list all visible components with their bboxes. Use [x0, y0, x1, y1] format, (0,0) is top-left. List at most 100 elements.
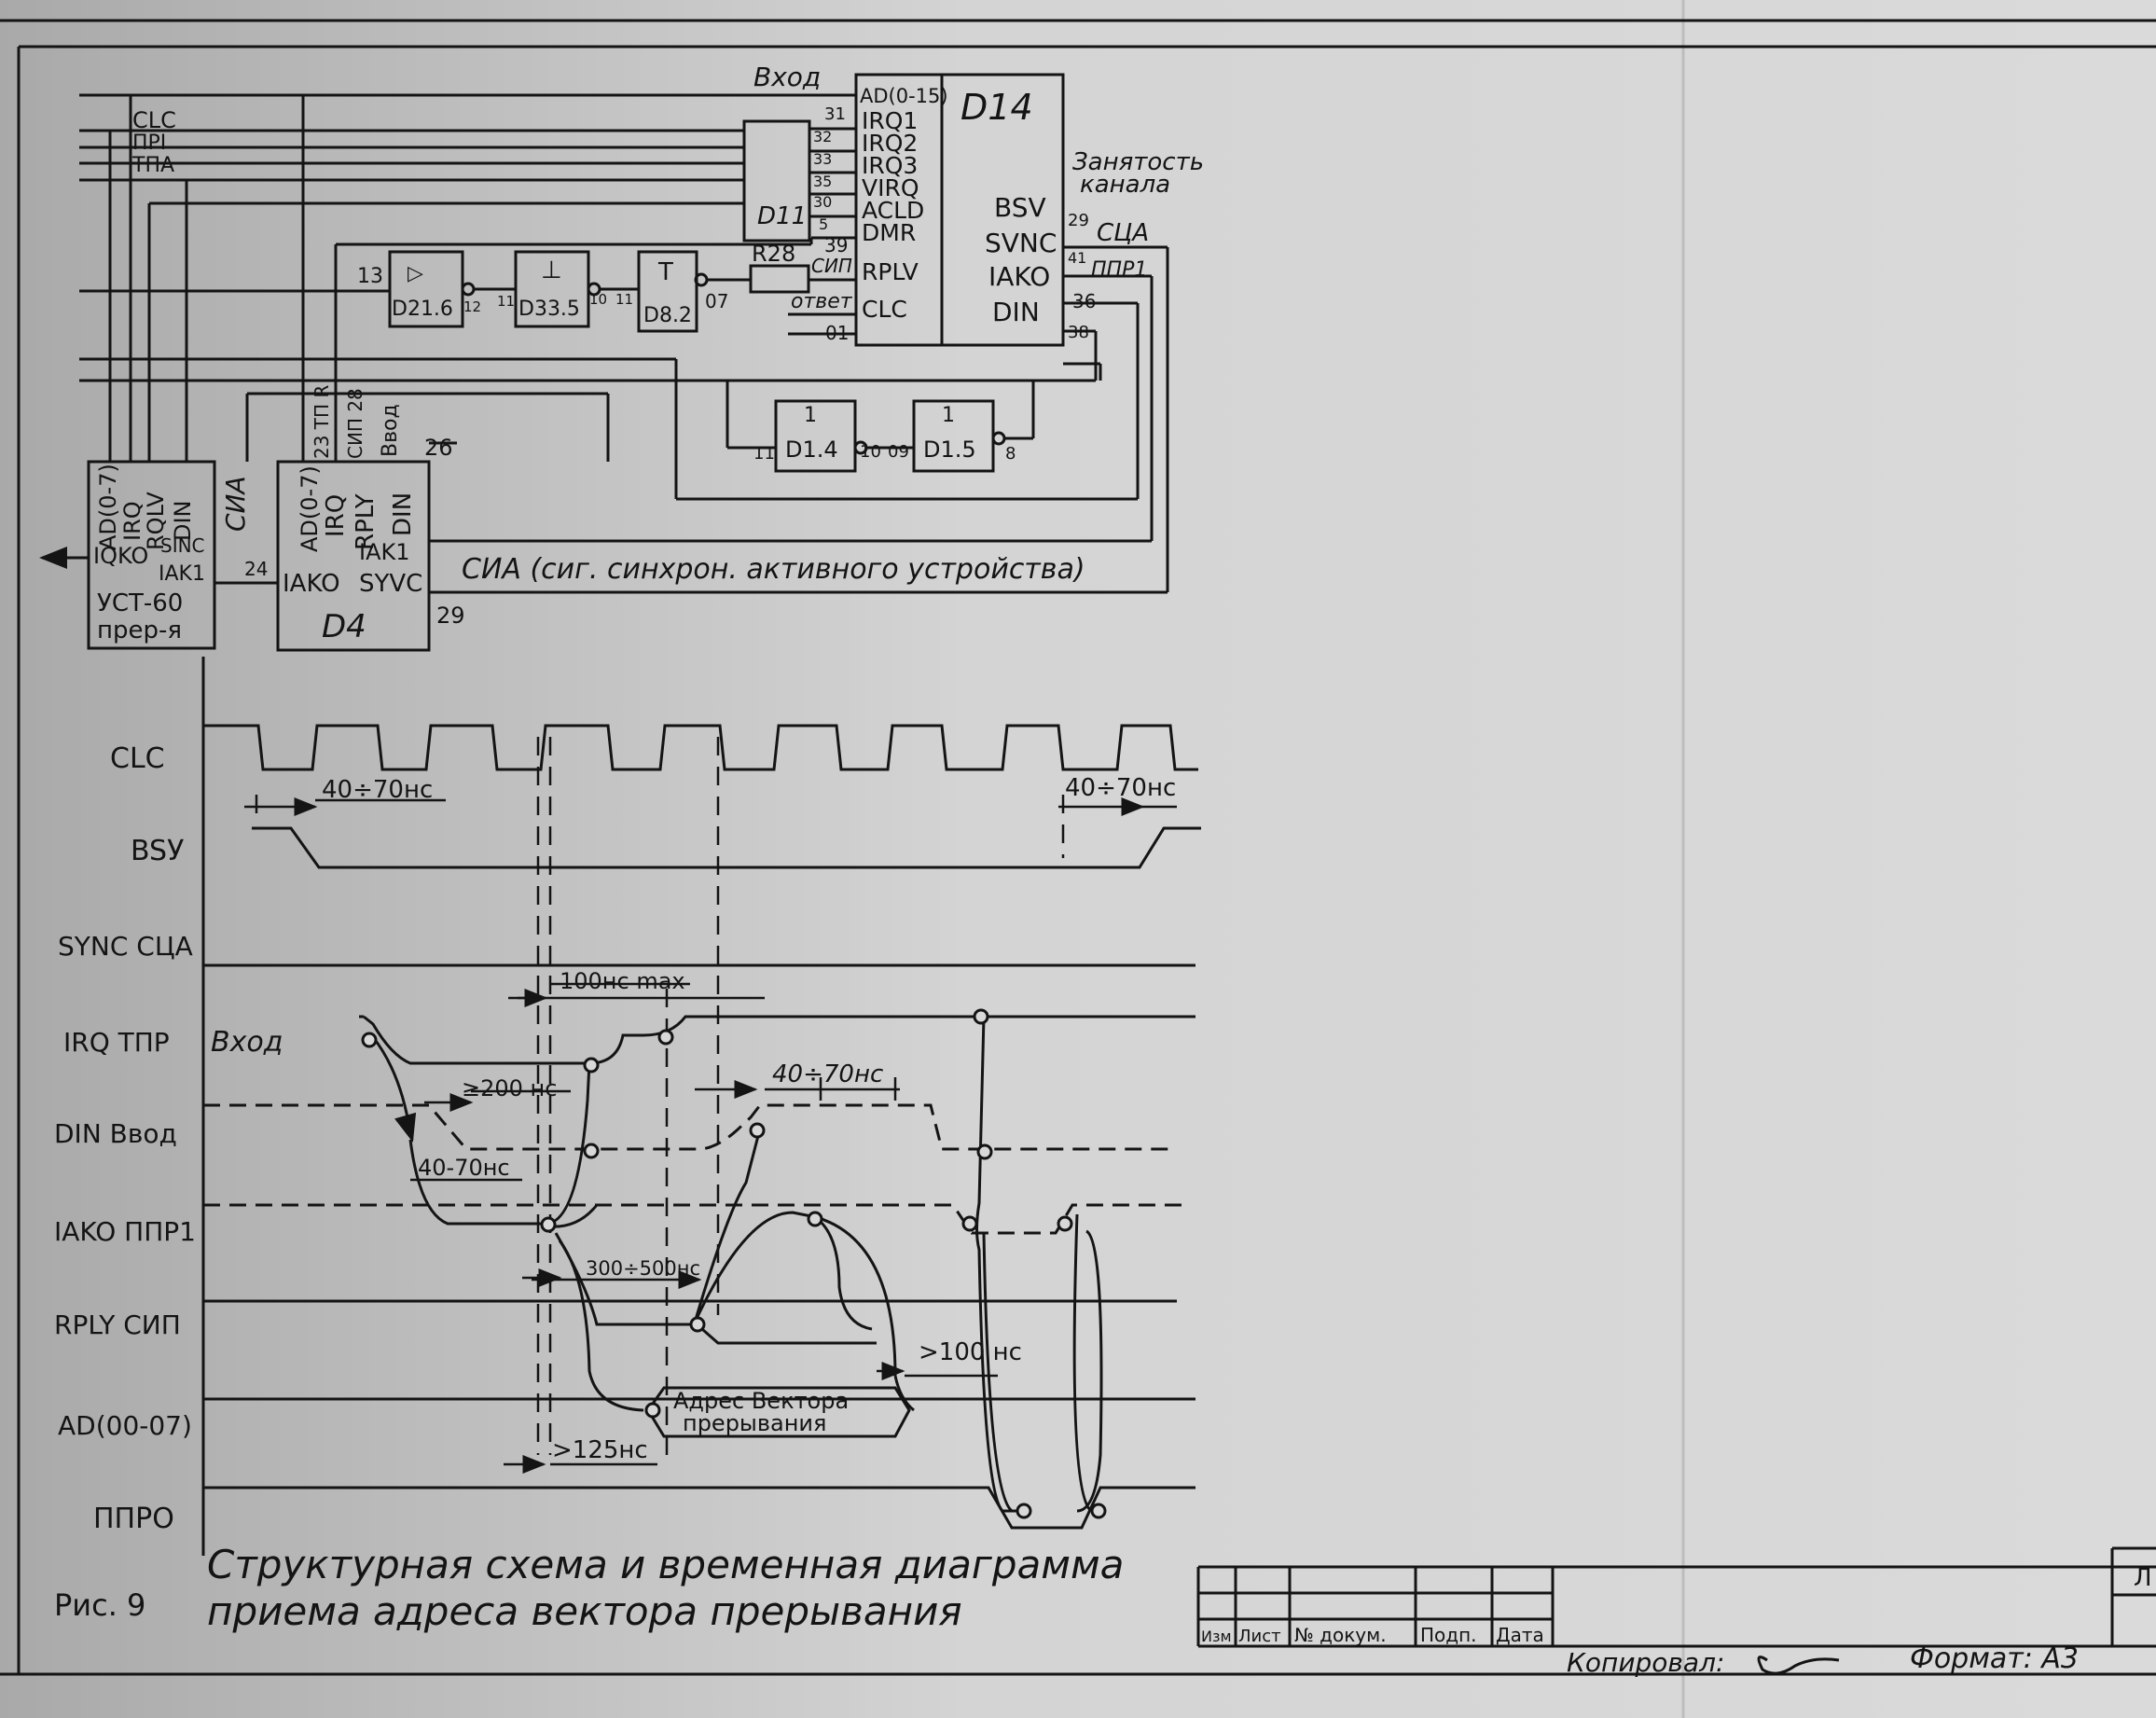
- bus-label-pri: ПРI: [132, 132, 166, 155]
- tb-col-podp: Подп.: [1420, 1624, 1477, 1646]
- gate-d21-6-pin-in: 13: [357, 265, 383, 288]
- gate-d8-2-symbol: T: [657, 258, 673, 286]
- signal-ppro: ППРО: [93, 1503, 174, 1535]
- d14-pin-num-31: 31: [824, 104, 846, 124]
- d14-pin-irq1: IRQ1: [862, 107, 918, 134]
- d4-name: D4: [322, 608, 366, 645]
- tb-corner: Л: [2134, 1564, 2152, 1592]
- tb-format: Формат: А3: [1910, 1642, 2079, 1675]
- gate-d33-5-symbol: ⊥: [541, 256, 562, 284]
- label-sua: СЦА: [1097, 219, 1149, 247]
- d14-pin-num-33: 33: [813, 150, 832, 168]
- annotation-t7: 300÷500нс: [586, 1257, 700, 1280]
- chip-d14: [854, 73, 1065, 347]
- vector-label-1: Адрес Вектора: [673, 1388, 849, 1414]
- d4-pin-iako: IAKO: [283, 570, 340, 598]
- signal-bsy: BSУ: [131, 835, 184, 867]
- ust-name-2: прер-я: [97, 617, 182, 644]
- d4-pin-rply: RPLY: [352, 493, 380, 550]
- schematic: [39, 73, 1169, 652]
- gate-d1-5-symbol: 1: [942, 404, 955, 427]
- gate-d21-6-pin-out: 12: [463, 298, 481, 315]
- d4-pin-ad: AD(0-7): [297, 465, 323, 552]
- caption-line-1: Структурная схема и временная диаграмма: [207, 1542, 1124, 1587]
- gate-d33-5-pin-in: 11: [497, 293, 515, 310]
- drawing-frame: [0, 19, 2156, 1676]
- gate-d33-5-name: D33.5: [518, 298, 580, 321]
- gate-d1-4-pin-out: 10: [860, 442, 881, 462]
- d4-pin-iak1: IAK1: [359, 539, 410, 565]
- gate-d1-4-pin-in: 11: [753, 444, 775, 464]
- ust-pin-rqlv: RQLV: [143, 492, 169, 550]
- d4-top-label-1: 23 ТП R: [311, 385, 333, 459]
- ust-pin-ad: AD(0-7): [95, 464, 121, 550]
- gate-d1-5-pin-in: 09: [888, 442, 909, 462]
- gate-d21-6-name: D21.6: [392, 298, 453, 321]
- timing-diagram: CLC BSУ SYNC СЦА IRQ ТПР DIN Ввод IAKO П…: [54, 657, 1201, 1556]
- d14-pin-num-5: 5: [819, 215, 828, 233]
- d14-pin-iako: IAKO: [988, 261, 1050, 292]
- d11-name: D11: [757, 202, 807, 230]
- d4-pin-syvc: SYVC: [359, 570, 422, 598]
- d14-pin-acld: ACLD: [862, 197, 924, 224]
- d14-pin-irq2: IRQ2: [862, 130, 918, 157]
- label-otvet: ответ: [791, 290, 853, 313]
- label-ppr1: ППР1: [1091, 258, 1147, 282]
- gate-d8-2-pin-in: 11: [615, 291, 633, 308]
- label-vhod: Вход: [753, 62, 821, 92]
- wave-irq: [363, 1015, 1195, 1065]
- annotation-t3: 100нс max: [560, 968, 685, 994]
- d14-pin-din: DIN: [992, 297, 1040, 327]
- d14-pin-ad: AD(0-15): [860, 85, 948, 107]
- label-zanyatost-1: Занятость: [1072, 148, 1204, 176]
- copier-signature: [1757, 1656, 1840, 1675]
- signal-iako: IAKO ППР1: [54, 1216, 196, 1247]
- annotation-t5: 40÷70нс: [772, 1060, 883, 1088]
- gate-d8-2: [637, 250, 698, 333]
- gate-d1-5-pin-out: 8: [1005, 444, 1016, 464]
- ad-vector-window: [646, 1386, 911, 1438]
- d14-pin-irq3: IRQ3: [862, 152, 918, 179]
- annotation-t9: >125нс: [552, 1436, 648, 1464]
- ust-pin-24: 24: [244, 558, 268, 580]
- wave-bsy: [252, 826, 1201, 869]
- ust-pin-sinc: SINC: [160, 534, 205, 557]
- signal-rply: RPLY СИП: [54, 1309, 181, 1340]
- signal-sync: SYNC СЦА: [58, 931, 193, 962]
- d14-pin-virq: VIRQ: [862, 174, 919, 201]
- d14-pin-num-32: 32: [813, 128, 832, 145]
- d4-pin-29: 29: [436, 603, 465, 629]
- vector-label-2: прерывания: [683, 1410, 826, 1436]
- d4-pin-26: 26: [424, 435, 453, 461]
- gate-d8-2-name: D8.2: [643, 304, 692, 327]
- wave-clc: [203, 724, 1198, 771]
- ust-pin-din: DIN: [170, 500, 196, 541]
- d14-pin-num-39: 39: [824, 234, 848, 256]
- d14-pin-dmr: DMR: [862, 219, 916, 246]
- annotation-t1: 40÷70нс: [322, 776, 433, 804]
- r28-name: R28: [752, 241, 795, 267]
- input-label: Вход: [211, 1026, 283, 1059]
- gate-d1-5-name: D1.5: [923, 436, 976, 463]
- label-01: 01: [825, 322, 849, 344]
- tb-col-list: Лист: [1238, 1627, 1281, 1646]
- label-sip: СИП: [811, 255, 852, 277]
- d4-pin-irq: IRQ: [322, 494, 350, 537]
- label-zanyatost-2: канала: [1080, 171, 1170, 199]
- annotation-t6: 40-70нс: [418, 1155, 510, 1181]
- bus-label-clc: CLC: [132, 107, 176, 133]
- d14-pin-num-38: 38: [1068, 323, 1089, 342]
- signal-din: DIN Ввод: [54, 1118, 177, 1149]
- annotation-t2: 40÷70нс: [1065, 774, 1176, 802]
- annotation-t8: >100 нс: [919, 1338, 1022, 1366]
- ust-pin-iak1: IAK1: [159, 562, 205, 586]
- d4-pin-din: DIN: [389, 492, 417, 536]
- d4-top-label-3: Ввод: [379, 404, 402, 457]
- bus-label-tpa: ТПА: [131, 154, 174, 177]
- tb-col-data: Дата: [1496, 1624, 1544, 1646]
- d14-pin-num-36: 36: [1072, 290, 1096, 312]
- title-block-labels: Изм Лист № докум. Подп. Дата Копировал: …: [1201, 1564, 2152, 1678]
- gate-d1-4: [774, 399, 857, 473]
- ust-pin-irq: IRQ: [119, 501, 145, 541]
